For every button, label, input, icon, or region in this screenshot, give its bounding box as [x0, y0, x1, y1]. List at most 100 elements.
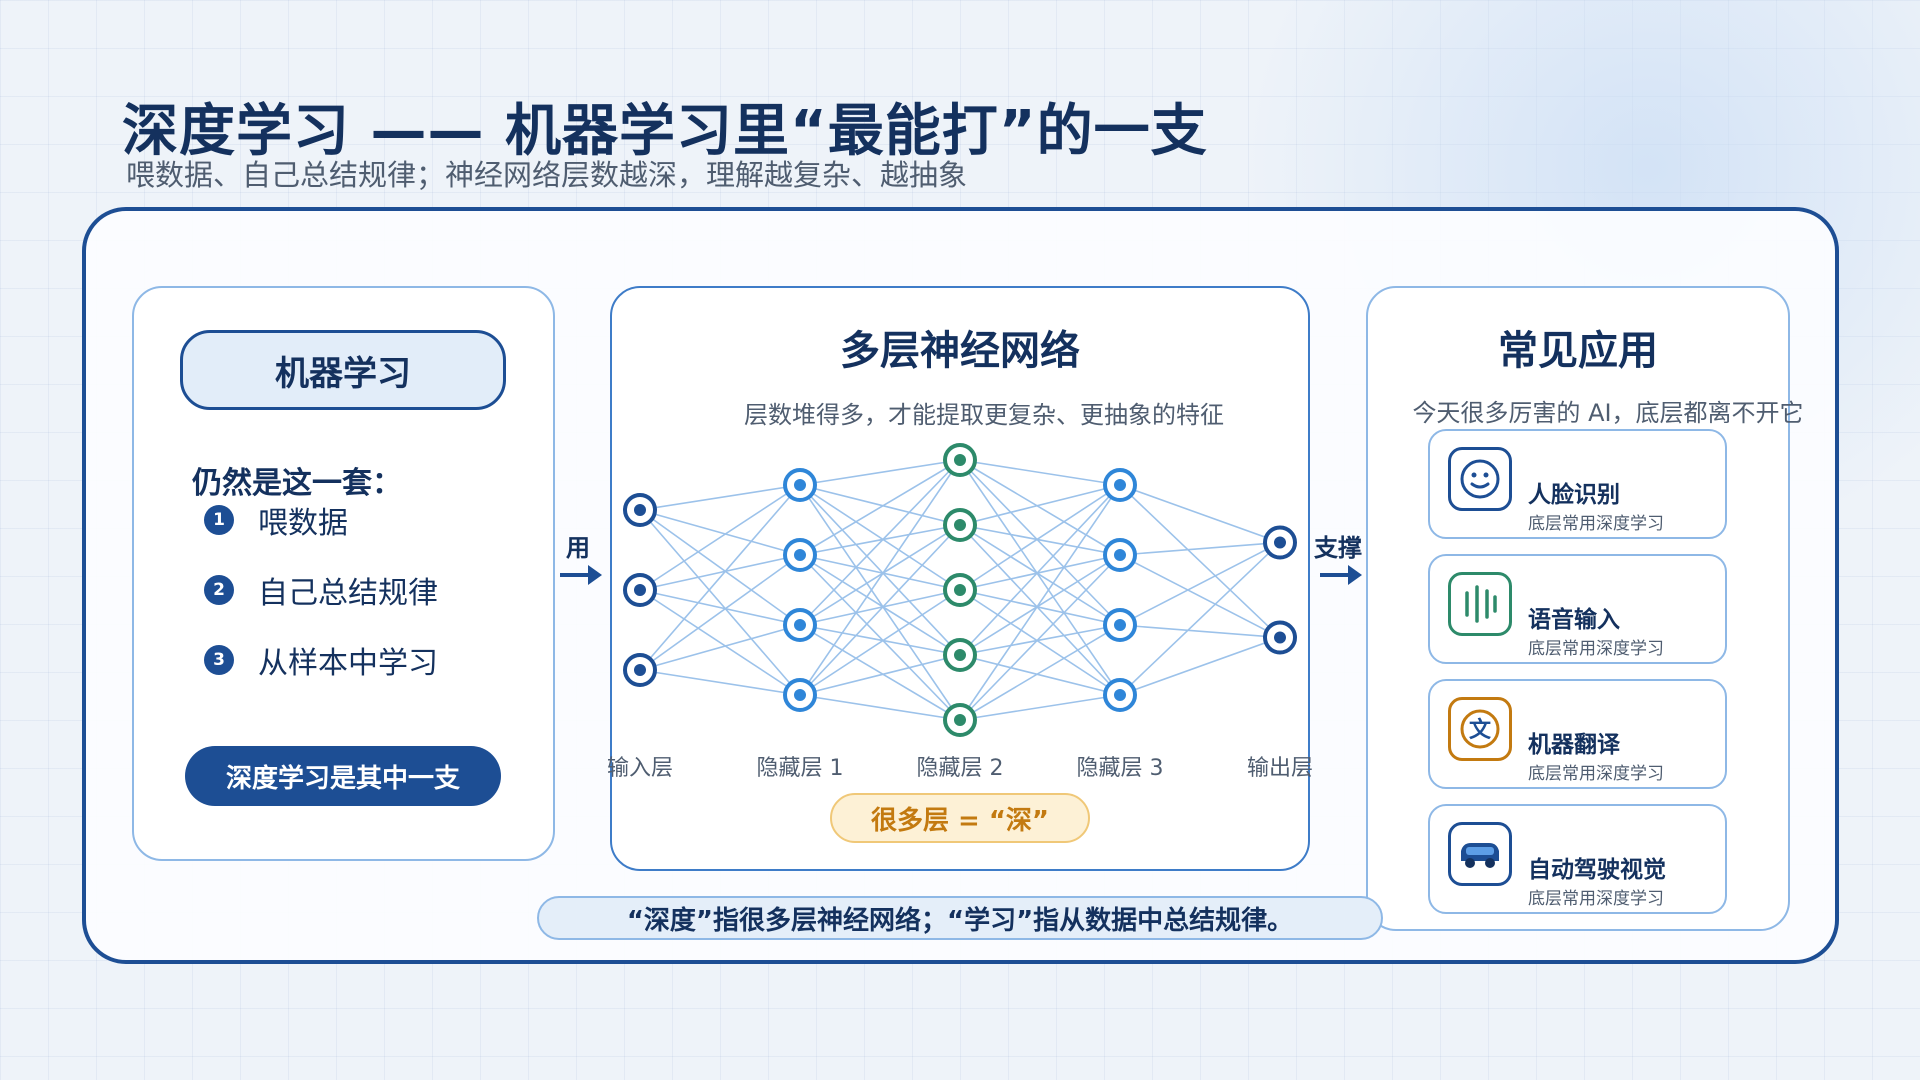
app-name: 自动驾驶视觉	[1528, 857, 1666, 883]
neuron-node	[783, 468, 817, 502]
network-connection	[959, 459, 1121, 556]
app-item-machine-translation: 文 机器翻译 底层常用深度学习	[1428, 679, 1727, 789]
app-name: 人脸识别	[1528, 482, 1620, 508]
network-connection	[1119, 484, 1281, 544]
network-connection	[959, 459, 1121, 626]
many-layers-deep-badge: 很多层 = “深”	[830, 793, 1090, 843]
neural-network-graph	[623, 443, 1297, 737]
network-connection	[799, 694, 961, 721]
neuron-node	[783, 608, 817, 642]
network-connection	[959, 484, 1121, 591]
network-connection	[959, 554, 1121, 656]
step-item: 2 自己总结规律	[204, 568, 438, 612]
network-connection	[1119, 624, 1281, 639]
network-connection	[1119, 636, 1281, 696]
car-icon	[1448, 822, 1512, 886]
layer-label-hidden-1: 隐藏层 1	[756, 756, 844, 781]
neuron-node	[1263, 525, 1297, 560]
network-connection	[959, 624, 1121, 656]
app-desc: 底层常用深度学习	[1528, 764, 1664, 784]
network-connection	[1119, 554, 1281, 639]
app-desc: 底层常用深度学习	[1528, 889, 1664, 909]
neuron-node	[623, 493, 657, 527]
layer-label-input: 输入层	[606, 756, 674, 781]
network-connection	[799, 484, 961, 591]
neuron-node	[623, 573, 657, 607]
network-connection	[639, 554, 801, 671]
still-this-set-label: 仍然是这一套：	[192, 466, 402, 501]
network-connection	[799, 624, 961, 721]
neuron-node	[943, 508, 977, 542]
neuron-node	[1103, 468, 1137, 502]
microphone-wave-icon	[1448, 572, 1512, 636]
neural-network-title: 多层神经网络	[840, 328, 1080, 374]
network-connection	[799, 554, 961, 591]
neuron-node	[1103, 538, 1137, 572]
page-title: 深度学习 —— 机器学习里“最能打”的一支	[122, 99, 1208, 164]
step-text: 喂数据	[258, 506, 348, 541]
neuron-node	[943, 703, 977, 737]
neuron-node	[1103, 678, 1137, 712]
network-connection	[639, 589, 801, 626]
network-connection	[639, 509, 801, 626]
app-item-voice-input: 语音输入 底层常用深度学习	[1428, 554, 1727, 664]
face-icon	[1448, 447, 1512, 511]
step-text: 从样本中学习	[258, 646, 438, 681]
network-connection	[1119, 484, 1281, 639]
network-connection	[1119, 541, 1281, 556]
network-connection	[799, 654, 961, 696]
right-arrow-icon	[1320, 565, 1362, 585]
network-connection	[959, 524, 1121, 696]
network-connection	[799, 484, 961, 526]
applications-title: 常见应用	[1498, 328, 1658, 374]
network-connection	[799, 484, 961, 656]
network-connection	[959, 589, 1121, 626]
applications-subtitle: 今天很多厉害的 AI，底层都离不开它	[1412, 399, 1804, 427]
neuron-node	[783, 538, 817, 572]
network-connection	[639, 554, 801, 591]
network-connection	[959, 524, 1121, 626]
network-connection	[959, 459, 1121, 486]
network-connection	[799, 524, 961, 626]
network-connection	[959, 484, 1121, 656]
step-number-badge: 3	[204, 645, 234, 675]
network-connection	[639, 484, 801, 671]
network-connection	[799, 459, 961, 696]
page-subtitle: 喂数据、自己总结规律；神经网络层数越深，理解越复杂、越抽象	[126, 158, 968, 192]
app-item-autonomous-driving-vision: 自动驾驶视觉 底层常用深度学习	[1428, 804, 1727, 914]
deep-learning-branch-pill: 深度学习是其中一支	[185, 746, 501, 806]
network-connection	[799, 624, 961, 656]
network-connection	[799, 554, 961, 656]
network-connection	[799, 524, 961, 696]
neuron-node	[943, 638, 977, 672]
network-connection	[639, 589, 801, 696]
network-connection	[959, 484, 1121, 721]
network-connection	[639, 509, 801, 556]
network-connection	[639, 484, 801, 591]
network-connection	[1119, 541, 1281, 696]
network-connection	[959, 654, 1121, 696]
layer-label-hidden-2: 隐藏层 2	[916, 756, 1004, 781]
network-connection	[1119, 541, 1281, 626]
support-arrow-label: 支撑	[1314, 534, 1362, 562]
network-connection	[799, 459, 961, 556]
layer-label-hidden-3: 隐藏层 3	[1076, 756, 1164, 781]
network-connection	[959, 484, 1121, 526]
app-desc: 底层常用深度学习	[1528, 639, 1664, 659]
network-connection	[799, 459, 961, 486]
network-connection	[959, 589, 1121, 696]
neural-network-subtitle: 层数堆得多，才能提取更复杂、更抽象的特征	[744, 401, 1224, 429]
neuron-node	[943, 573, 977, 607]
use-arrow-label: 用	[566, 534, 590, 562]
right-arrow-icon	[560, 565, 602, 585]
neuron-node	[783, 678, 817, 712]
step-item: 3 从样本中学习	[204, 638, 438, 682]
network-connection	[959, 459, 1121, 696]
network-connection	[639, 624, 801, 671]
step-number-badge: 1	[204, 505, 234, 535]
neuron-node	[1263, 620, 1297, 655]
network-connection	[799, 589, 961, 696]
definition-note: “深度”指很多层神经网络；“学习”指从数据中总结规律。	[537, 896, 1383, 940]
machine-learning-pill: 机器学习	[180, 330, 506, 410]
svg-text:文: 文	[1469, 717, 1492, 743]
